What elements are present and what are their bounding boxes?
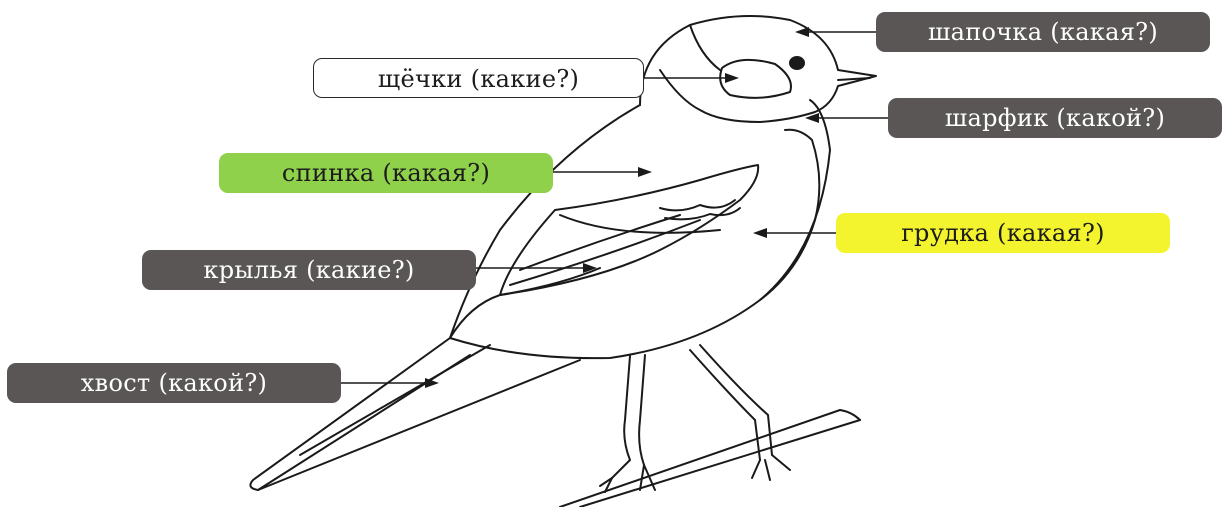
tail-label: хвост (какой?) [7,363,341,403]
tail-drawing [250,338,580,490]
legs-drawing [600,345,790,492]
wings-label: крылья (какие?) [142,250,476,290]
back-label: спинка (какая?) [219,153,553,193]
body-drawing [450,100,830,358]
cheeks-label: щёчки (какие?) [313,58,644,98]
cap-label: шапочка (какая?) [876,12,1210,52]
breast-label: грудка (какая?) [836,213,1170,253]
scarf-label: шарфик (какой?) [888,98,1222,138]
